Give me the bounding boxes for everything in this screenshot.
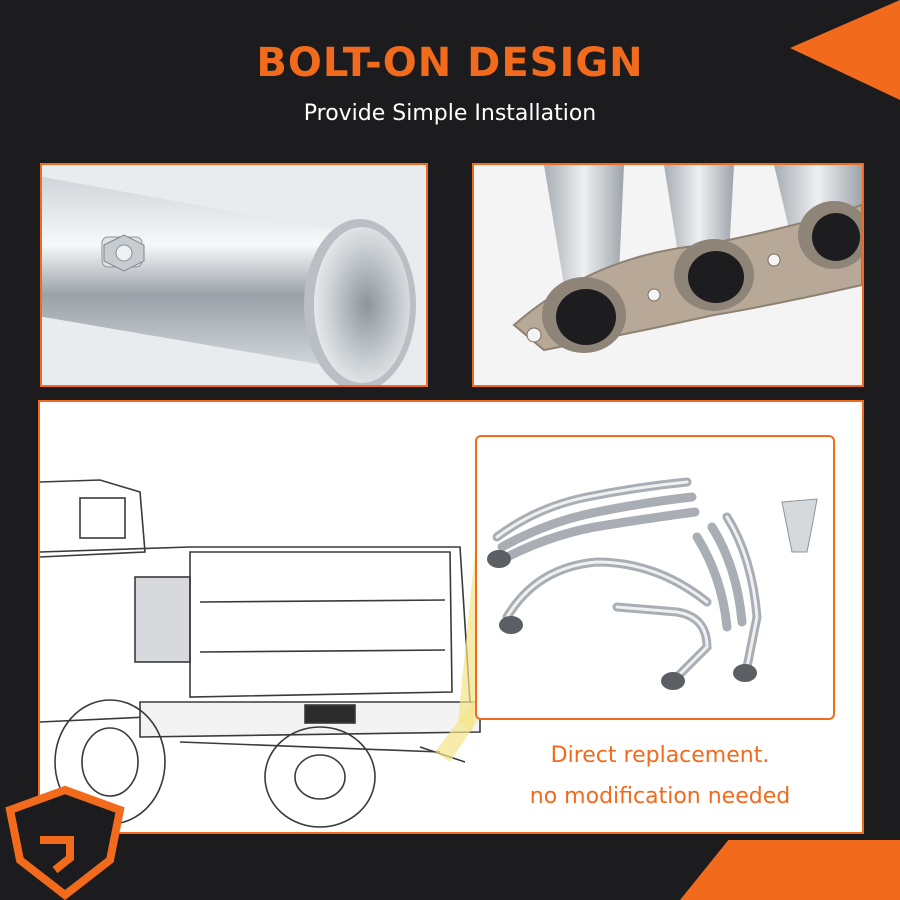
- callout-line-2: no modification needed: [529, 784, 791, 809]
- brand-logo: [0, 780, 130, 900]
- page-title: BOLT-ON DESIGN: [256, 40, 644, 86]
- bolt-icon: [101, 234, 145, 272]
- headers-kit-inset: [475, 435, 835, 720]
- exhaust-tip-photo: [40, 163, 428, 387]
- callout-line-1: Direct replacement.: [550, 743, 770, 768]
- truck-installation-panel: [38, 400, 864, 834]
- shield-logo-icon: [5, 785, 125, 900]
- pickup-truck-icon: [40, 479, 481, 828]
- header-flange-photo: [472, 163, 864, 387]
- headers-kit-illustration: [487, 477, 818, 690]
- corner-accent-bottom-right: [680, 840, 900, 900]
- exhaust-tip-illustration: [42, 165, 426, 385]
- page-subtitle: Provide Simple Installation: [303, 101, 597, 126]
- flange-illustration: [474, 165, 862, 385]
